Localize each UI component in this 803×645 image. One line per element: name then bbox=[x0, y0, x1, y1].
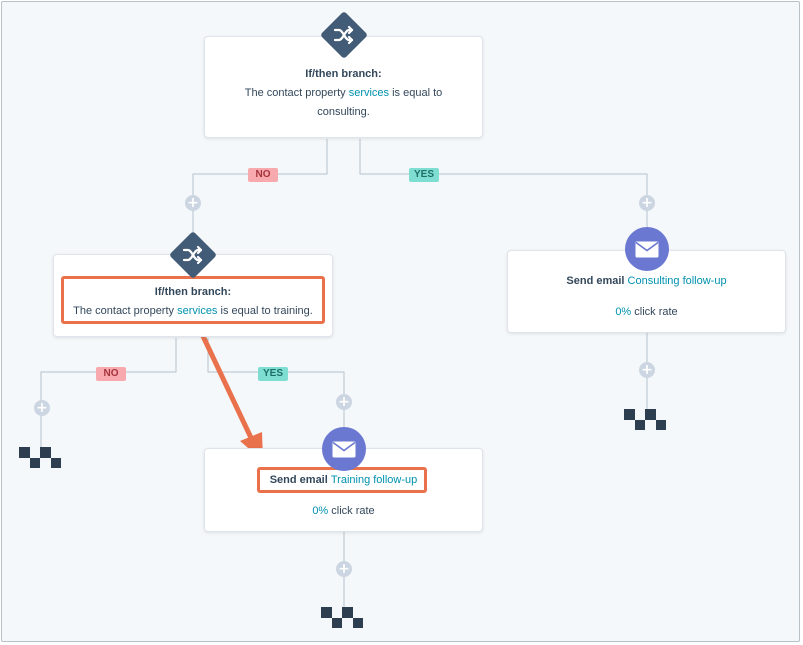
condition-text: The contact property bbox=[244, 87, 349, 99]
click-rate-value[interactable]: 0% bbox=[615, 306, 632, 318]
envelope-icon bbox=[635, 241, 659, 257]
email-action-title: Send email Consulting follow-up bbox=[508, 272, 785, 291]
add-action-button[interactable]: + bbox=[639, 362, 655, 378]
email-name-link[interactable]: Consulting follow-up bbox=[627, 275, 727, 287]
no-branch-tag: NO bbox=[248, 168, 278, 182]
shuffle-icon bbox=[333, 25, 354, 45]
condition-text: The contact property bbox=[73, 305, 178, 317]
property-link[interactable]: services bbox=[348, 87, 390, 99]
email-node-training[interactable] bbox=[322, 427, 366, 471]
no-branch-tag: NO bbox=[96, 367, 126, 381]
add-action-button[interactable]: + bbox=[185, 195, 201, 211]
checkered-flag-icon bbox=[19, 447, 61, 468]
branch-title: If/then branch: bbox=[154, 286, 232, 298]
email-action-title: Send email Training follow-up bbox=[205, 471, 482, 490]
click-rate-label: click rate bbox=[328, 505, 375, 517]
yes-branch-tag: YES bbox=[409, 168, 439, 182]
checkered-flag-icon bbox=[321, 607, 363, 628]
click-rate-label: click rate bbox=[631, 306, 678, 318]
add-action-button[interactable]: + bbox=[336, 394, 352, 410]
email-action-label: Send email bbox=[566, 275, 628, 287]
condition-value: training. bbox=[273, 305, 313, 317]
branch-condition: The contact property services is equal t… bbox=[54, 302, 332, 321]
email-name-link[interactable]: Training follow-up bbox=[330, 474, 418, 486]
add-action-button[interactable]: + bbox=[336, 561, 352, 577]
yes-branch-tag: YES bbox=[258, 367, 288, 381]
add-action-button[interactable]: + bbox=[34, 400, 50, 416]
condition-highlight bbox=[61, 276, 325, 324]
envelope-icon bbox=[332, 441, 356, 457]
add-action-button[interactable]: + bbox=[639, 195, 655, 211]
shuffle-icon bbox=[182, 245, 203, 265]
checkered-flag-icon bbox=[624, 409, 666, 430]
condition-text: is equal to bbox=[389, 87, 443, 99]
branch-condition: The contact property services is equal t… bbox=[205, 84, 482, 103]
condition-text: is equal to bbox=[217, 305, 274, 317]
email-action-label: Send email bbox=[269, 474, 331, 486]
condition-value: consulting. bbox=[317, 106, 370, 118]
click-rate: 0% click rate bbox=[205, 502, 482, 521]
annotation-arrow bbox=[199, 331, 256, 445]
branch-title: If/then branch: bbox=[305, 68, 382, 80]
email-node-consulting[interactable] bbox=[625, 227, 669, 271]
click-rate-value[interactable]: 0% bbox=[312, 505, 329, 517]
property-link[interactable]: services bbox=[177, 305, 218, 317]
click-rate: 0% click rate bbox=[508, 303, 785, 322]
